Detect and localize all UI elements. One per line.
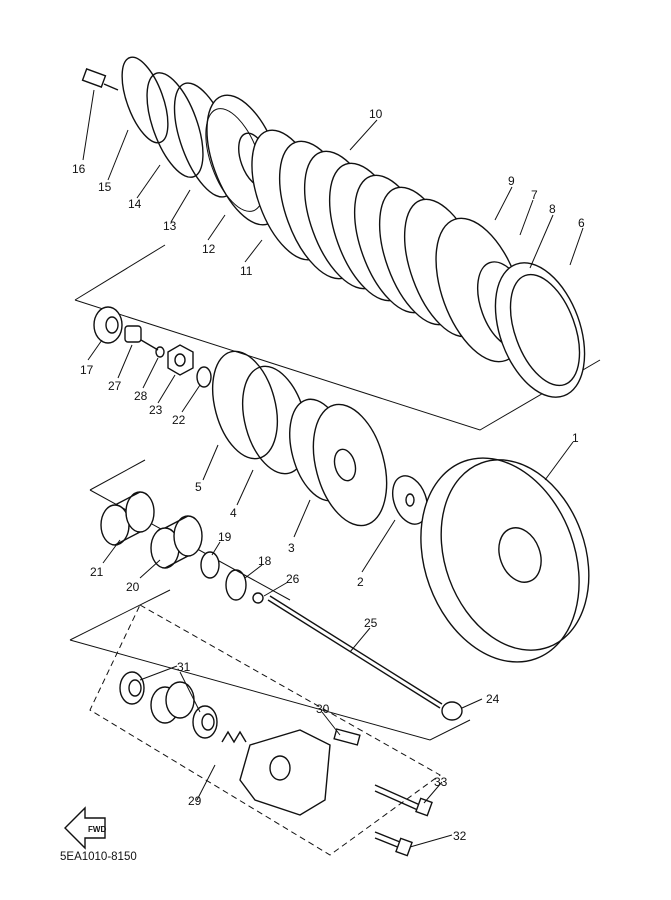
callout-22: 22 [172, 413, 186, 427]
callout-16: 16 [72, 162, 86, 176]
callout-3: 3 [288, 541, 295, 555]
callout-27: 27 [108, 379, 122, 393]
ring-5 [212, 350, 278, 460]
release-cylinder-body [239, 729, 331, 816]
ball-26 [252, 592, 264, 604]
callout-13: 13 [163, 219, 177, 233]
group-outline-pushrod [69, 589, 471, 741]
callout-14: 14 [128, 197, 142, 211]
group-outline-release [89, 604, 441, 856]
callout-21: 21 [90, 565, 104, 579]
clutch-housing-1 [420, 457, 590, 663]
callout-28: 28 [134, 389, 148, 403]
plug-24 [441, 701, 463, 721]
callout-30: 30 [316, 702, 330, 716]
callout-2: 2 [357, 575, 364, 589]
bolt-16 [81, 68, 119, 91]
bearing-17 [93, 306, 123, 344]
piston-31 [150, 681, 195, 724]
callout-7: 7 [531, 188, 538, 202]
fwd-label: FWD [88, 825, 106, 834]
spacer-collar-20 [150, 515, 203, 569]
washer-22 [196, 366, 212, 388]
callout-25: 25 [364, 616, 378, 630]
callout-29: 29 [188, 794, 202, 808]
nut-23 [167, 344, 194, 376]
leader-lines [82, 89, 584, 848]
callout-18: 18 [258, 554, 272, 568]
clutch-boss-3 [289, 398, 388, 527]
callout-10: 10 [369, 107, 383, 121]
callout-32: 32 [453, 829, 467, 843]
callout-1: 1 [572, 431, 579, 445]
push-rod-27 [124, 325, 159, 351]
callout-12: 12 [202, 242, 216, 256]
seal-31-b [192, 705, 218, 739]
drawing-code: 5EA1010-8150 [60, 851, 137, 863]
callout-24: 24 [486, 692, 500, 706]
callout-19: 19 [218, 530, 232, 544]
callout-6: 6 [578, 216, 585, 230]
plate-15 [121, 56, 169, 144]
callout-5: 5 [195, 480, 202, 494]
bolt-32 [374, 831, 413, 857]
callout-labels: 1 2 3 4 5 6 7 8 9 10 11 12 13 14 15 16 1… [72, 107, 585, 843]
spring [221, 730, 247, 744]
washer-18 [225, 569, 247, 601]
forward-arrow-icon: FWD [64, 806, 106, 850]
callout-33: 33 [434, 775, 448, 789]
callout-20: 20 [126, 580, 140, 594]
callout-26: 26 [286, 572, 300, 586]
thrust-washer-2 [392, 475, 428, 525]
callout-8: 8 [549, 202, 556, 216]
needle-bearing-21 [100, 491, 155, 546]
o-ring-28 [155, 346, 165, 358]
ring-14 [146, 72, 204, 178]
push-rod-25 [267, 595, 443, 709]
callout-15: 15 [98, 180, 112, 194]
bleed-screw-30 [333, 728, 361, 746]
callout-11: 11 [240, 264, 253, 278]
callout-9: 9 [508, 174, 515, 188]
callout-4: 4 [230, 506, 237, 520]
callout-23: 23 [149, 403, 163, 417]
callout-31: 31 [177, 660, 191, 674]
callout-17: 17 [80, 363, 94, 377]
bolt-33 [374, 784, 433, 817]
seal-31-a [119, 671, 145, 705]
bearing-19 [200, 551, 220, 579]
plate-6 [494, 262, 586, 398]
